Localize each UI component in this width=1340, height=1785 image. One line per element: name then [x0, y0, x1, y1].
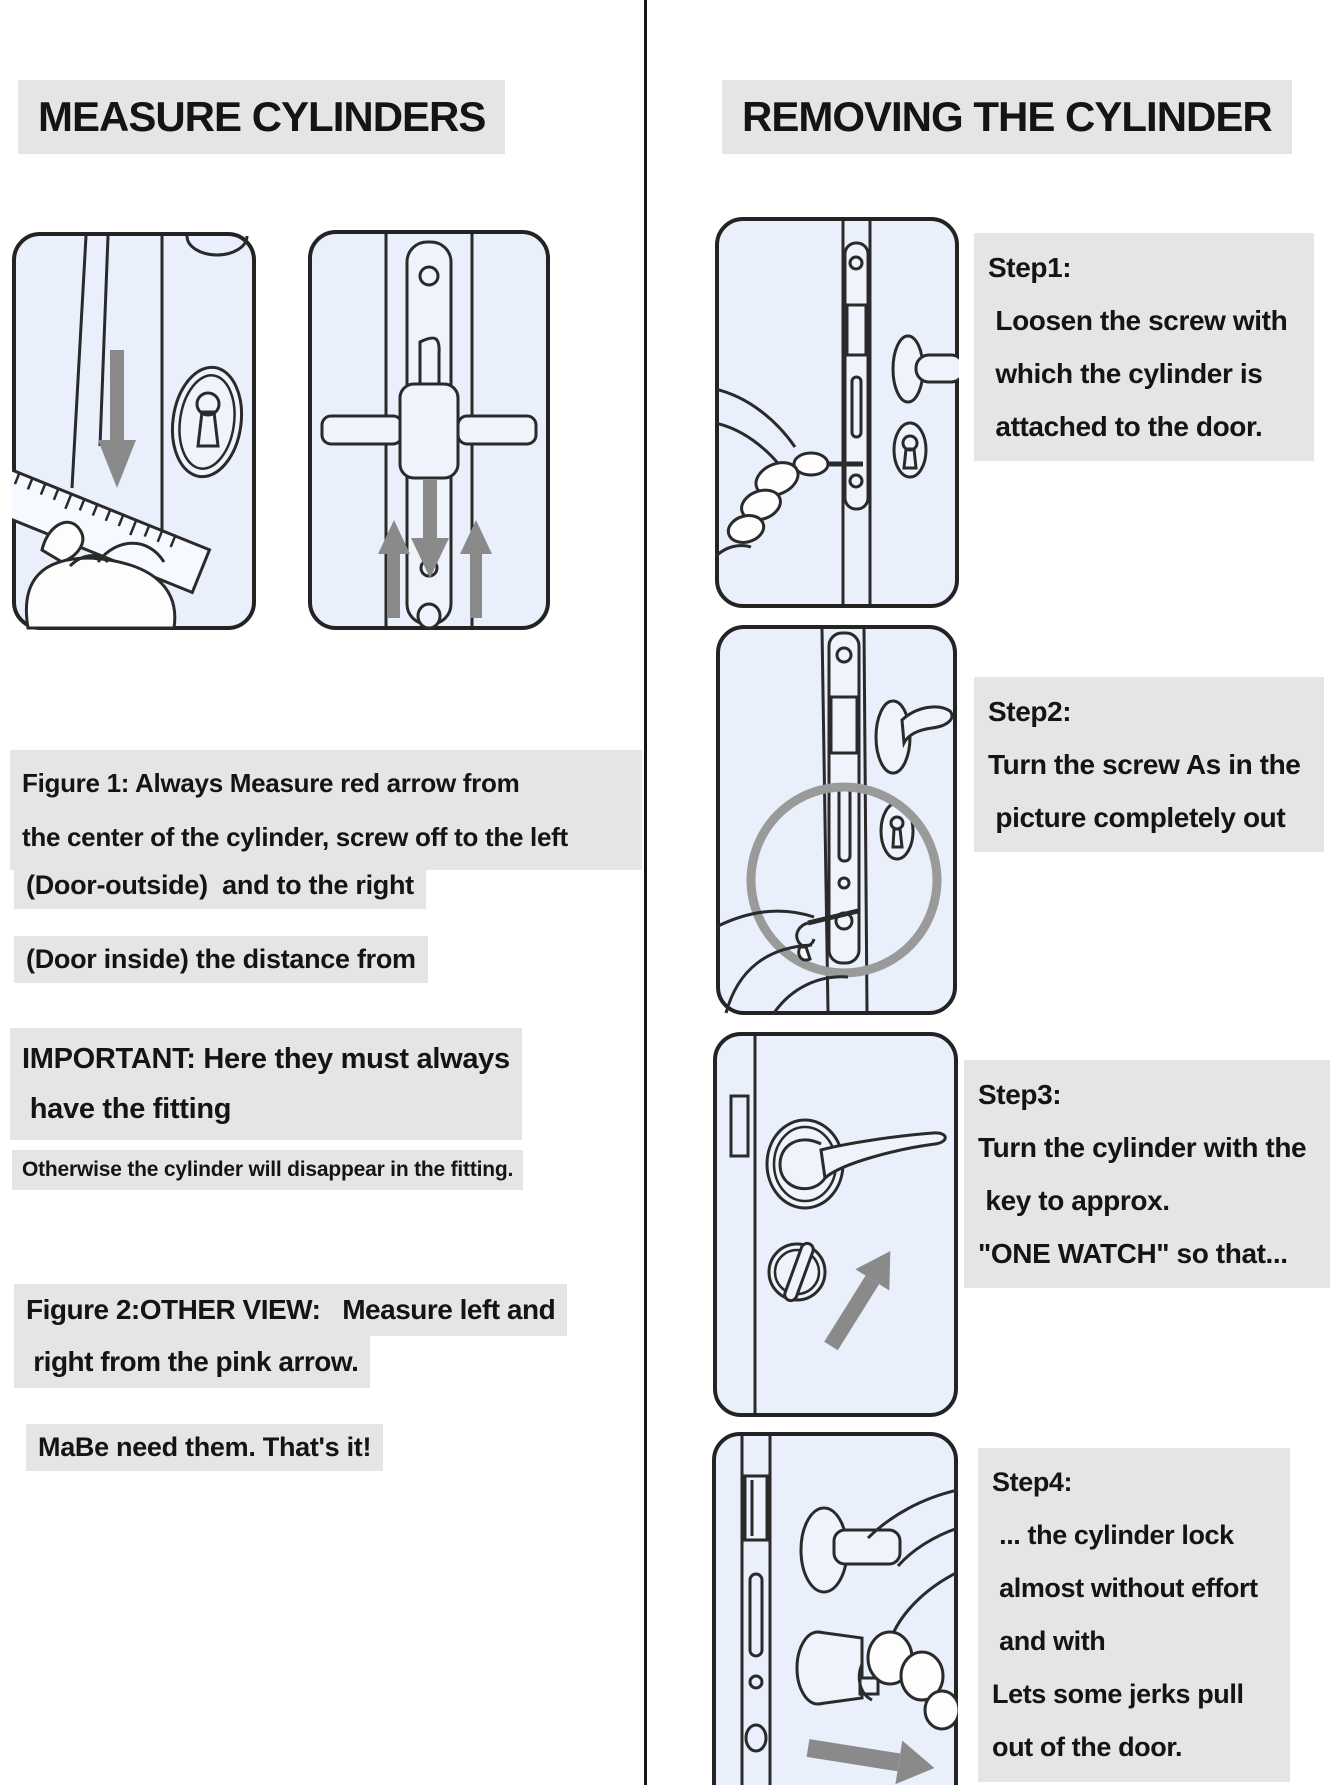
turn-direction-arrow-icon [824, 1251, 891, 1351]
hand [715, 387, 800, 559]
step4-line1: ... the cylinder lock [992, 1520, 1234, 1550]
step3-illustration [713, 1032, 958, 1417]
important-note: IMPORTANT: Here they must always have th… [10, 1028, 522, 1140]
figure2-caption-line2: right from the pink arrow. [14, 1336, 371, 1388]
key-and-hand [716, 908, 859, 1014]
down-arrow-icon [98, 350, 136, 488]
step1-label: Step1: [988, 252, 1072, 283]
step4-line3: and with [992, 1626, 1106, 1656]
step4-line5: out of the door. [992, 1732, 1183, 1762]
step1-text: Step1: Loosen the screw with which the c… [974, 233, 1314, 461]
note-door-inside: (Door inside) the distance from [14, 936, 428, 983]
figure2-caption-line1: Figure 2:OTHER VIEW: Measure left and [14, 1284, 568, 1336]
step3-panel [713, 1032, 958, 1417]
measure-ruler-illustration [12, 232, 256, 630]
step1-panel [715, 217, 959, 608]
step2-panel [716, 625, 957, 1015]
down-arrow-icon [411, 480, 449, 578]
figure1-panel [12, 232, 256, 630]
hand [24, 520, 177, 630]
pull-direction-arrow-icon [806, 1739, 935, 1785]
step2-line1: Turn the screw As in the [988, 749, 1301, 780]
faceplate-illustration [308, 230, 550, 630]
hand [857, 1488, 958, 1731]
note-mabe: MaBe need them. That's it! [26, 1424, 384, 1471]
figure1-caption-line2: the center of the cylinder, screw off to… [22, 822, 568, 852]
step4-illustration [712, 1432, 958, 1785]
note-door-outside: (Door-outside) and to the right [14, 862, 426, 909]
step1-illustration [715, 217, 959, 608]
screwdriver [792, 451, 863, 477]
step2-text: Step2: Turn the screw As in the picture … [974, 677, 1324, 852]
step1-line1: Loosen the screw with [988, 305, 1288, 336]
section-title-removing: REMOVING THE CYLINDER [722, 80, 1292, 154]
step4-line4: Lets some jerks pull [992, 1679, 1244, 1709]
step3-label: Step3: [978, 1079, 1062, 1110]
step3-text: Step3: Turn the cylinder with the key to… [964, 1060, 1330, 1288]
step3-line1: Turn the cylinder with the [978, 1132, 1307, 1163]
step1-line3: attached to the door. [988, 411, 1263, 442]
figure1-caption: Figure 1: Always Measure red arrow from … [10, 750, 642, 870]
step4-line2: almost without effort [992, 1573, 1258, 1603]
step4-panel [712, 1432, 958, 1785]
step4-text: Step4: ... the cylinder lock almost with… [978, 1448, 1290, 1782]
ruler [12, 463, 212, 595]
column-divider [644, 0, 647, 1785]
step3-line3: "ONE WATCH" so that... [978, 1238, 1288, 1269]
keyhole-escutcheon [170, 365, 244, 479]
step2-label: Step2: [988, 696, 1072, 727]
step2-line2: picture completely out [988, 802, 1286, 833]
figure1-caption-line1: Figure 1: Always Measure red arrow from [22, 768, 520, 798]
important-line2: have the fitting [22, 1093, 232, 1125]
note-otherwise: Otherwise the cylinder will disappear in… [12, 1150, 524, 1190]
up-arrow-icon [378, 520, 492, 618]
figure2-panel [308, 230, 550, 630]
highlight-circle [746, 782, 942, 978]
step4-label: Step4: [992, 1467, 1073, 1497]
step2-illustration [716, 625, 957, 1015]
step3-line2: key to approx. [978, 1185, 1170, 1216]
section-title-measure: MEASURE CYLINDERS [18, 80, 506, 154]
step1-line2: which the cylinder is [988, 358, 1263, 389]
important-line1: IMPORTANT: Here they must always [22, 1043, 510, 1075]
